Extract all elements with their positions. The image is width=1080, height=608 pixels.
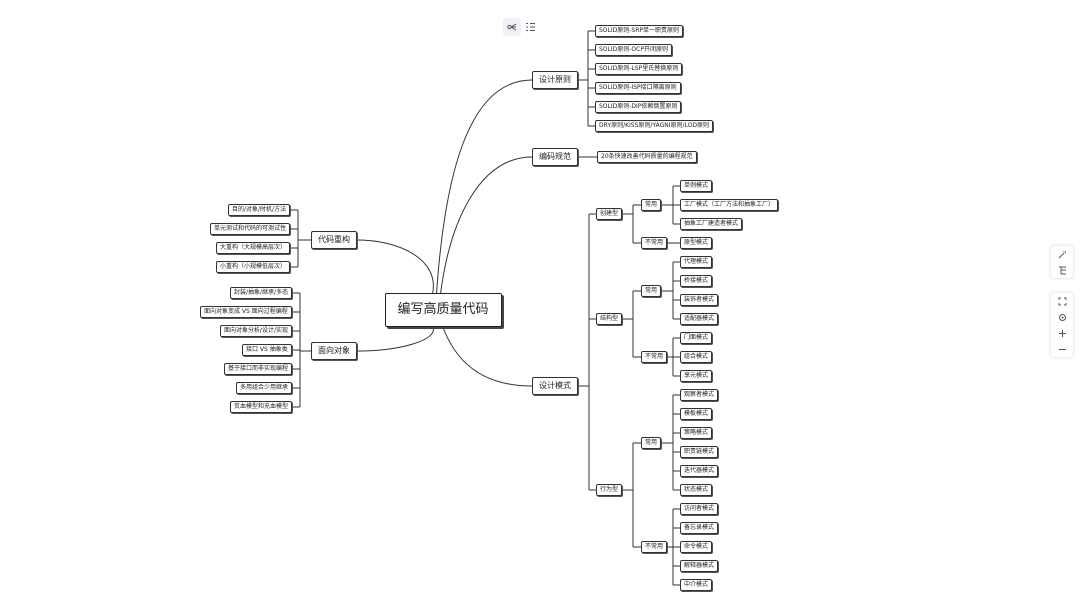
pattern-item[interactable]: 组合模式 (680, 351, 713, 363)
mindmap-view-icon[interactable] (503, 18, 521, 36)
pattern-frequency[interactable]: 不常用 (641, 351, 668, 363)
oop-item[interactable]: 接口 VS 抽象类 (242, 344, 292, 356)
pattern-item[interactable]: 观察者模式 (680, 389, 719, 401)
root-connector (440, 156, 533, 295)
pattern-item[interactable]: 单例模式 (680, 180, 713, 192)
side-panel-top (1050, 245, 1074, 279)
locate-icon[interactable] (1053, 309, 1071, 325)
principle-item[interactable]: DRY原则/KISS原则/YAGNI原则/LOD原则 (595, 120, 714, 132)
pattern-item[interactable]: 享元模式 (680, 370, 713, 382)
root-connector (436, 79, 533, 295)
pattern-item[interactable]: 策略模式 (680, 427, 713, 439)
root-connector (356, 239, 434, 295)
refactoring-item[interactable]: 大重构（大规模高层次） (216, 242, 291, 254)
refactoring-item[interactable]: 目的/对象/时机/方法 (228, 204, 291, 216)
structure-icon[interactable] (1053, 262, 1071, 278)
oop-item[interactable]: 面向对象变成 VS 面向过程编程 (200, 306, 292, 318)
view-toolbar (503, 18, 541, 36)
branch-design-patterns[interactable]: 设计模式 (532, 377, 578, 395)
pattern-item[interactable]: 迭代器模式 (680, 465, 719, 477)
root-connector (356, 325, 434, 352)
branch-coding-standards[interactable]: 编码规范 (532, 148, 578, 166)
pattern-item[interactable]: 适配器模式 (680, 313, 719, 325)
principle-item[interactable]: SOLID原则-DIP依赖倒置原则 (595, 101, 682, 113)
refactoring-item[interactable]: 单元测试和代码的可测试性 (210, 223, 291, 235)
pattern-category[interactable]: 行为型 (596, 484, 623, 496)
side-panel-bottom (1050, 292, 1074, 358)
pattern-item[interactable]: 桥接模式 (680, 275, 713, 287)
pattern-item[interactable]: 备忘录模式 (680, 522, 719, 534)
refactoring-item[interactable]: 小重构（小规模低层次） (216, 261, 291, 273)
pattern-item[interactable]: 原型模式 (680, 237, 713, 249)
branch-refactoring[interactable]: 代码重构 (311, 231, 357, 249)
pattern-item[interactable]: 代理模式 (680, 256, 713, 268)
pattern-item[interactable]: 模板模式 (680, 408, 713, 420)
oop-item[interactable]: 基于接口而非实现编程 (224, 363, 293, 375)
pattern-frequency[interactable]: 常用 (641, 199, 662, 211)
principle-item[interactable]: SOLID原则-ISP接口隔离原则 (595, 82, 681, 94)
pattern-item[interactable]: 命令模式 (680, 541, 713, 553)
zoom-in-icon[interactable] (1053, 325, 1071, 341)
pattern-item[interactable]: 访问者模式 (680, 503, 719, 515)
pattern-category[interactable]: 创建型 (596, 208, 623, 220)
coding-standard-item[interactable]: 20条快速改善代码质量的编程规范 (597, 151, 697, 163)
pattern-frequency[interactable]: 不常用 (641, 541, 668, 553)
branch-design-principles[interactable]: 设计原则 (532, 71, 578, 89)
pattern-category[interactable]: 结构型 (596, 313, 623, 325)
pattern-item[interactable]: 工厂模式（工厂方法和抽象工厂） (680, 199, 779, 211)
oop-item[interactable]: 贫血模型和充血模型 (230, 401, 293, 413)
oop-item[interactable]: 多用组合少用继承 (236, 382, 293, 394)
zoom-out-icon[interactable] (1053, 341, 1071, 357)
principle-item[interactable]: SOLID原则-SRP单一职责原则 (595, 25, 684, 37)
pattern-item[interactable]: 装饰者模式 (680, 294, 719, 306)
pattern-frequency[interactable]: 不常用 (641, 237, 668, 249)
oop-item[interactable]: 封装/抽象/继承/多态 (230, 287, 293, 299)
pattern-frequency[interactable]: 常用 (641, 437, 662, 449)
principle-item[interactable]: SOLID原则-LSP里氏替换原则 (595, 63, 683, 75)
branch-oop[interactable]: 面向对象 (311, 342, 357, 360)
pattern-item[interactable]: 门面模式 (680, 332, 713, 344)
pattern-item[interactable]: 中介模式 (680, 579, 713, 591)
root-connector (442, 325, 533, 387)
principle-item[interactable]: SOLID原则-OCP开闭原则 (595, 44, 672, 56)
pattern-item[interactable]: 职责链模式 (680, 446, 719, 458)
pattern-item[interactable]: 解释器模式 (680, 560, 719, 572)
central-topic[interactable]: 编写高质量代码 (384, 293, 502, 327)
pattern-item[interactable]: 抽象工厂建造者模式 (680, 218, 743, 230)
pattern-frequency[interactable]: 常用 (641, 285, 662, 297)
fit-screen-icon[interactable] (1053, 293, 1071, 309)
pattern-item[interactable]: 状态模式 (680, 484, 713, 496)
magic-wand-icon[interactable] (1053, 246, 1071, 262)
oop-item[interactable]: 面向对象分析/设计/实现 (220, 325, 293, 337)
outline-view-icon[interactable] (521, 18, 539, 36)
